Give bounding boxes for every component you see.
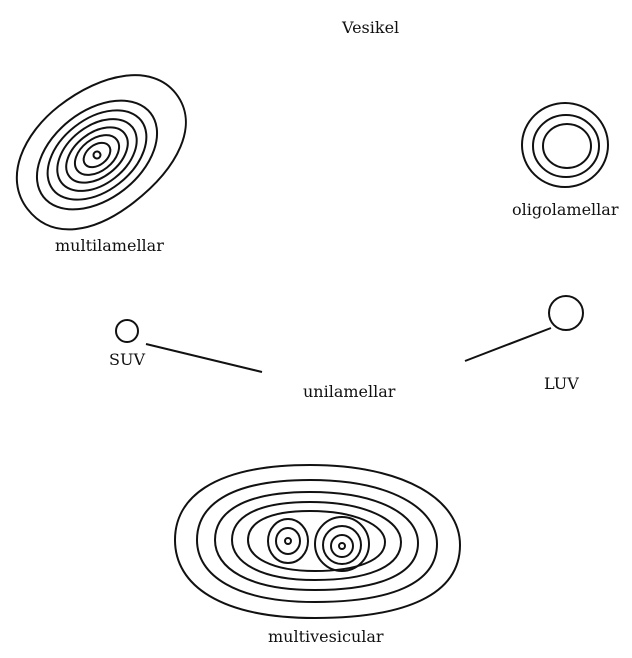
multilamellar-ring-4 [56, 118, 138, 192]
multivesicular-ring-2 [195, 478, 439, 604]
inner-left-ring-1 [267, 518, 309, 564]
multivesicular-vesicle [173, 463, 462, 620]
oligolamellar-ring-2 [532, 114, 600, 178]
multilamellar-ring-6 [73, 134, 121, 176]
inner-left-ring-2 [275, 527, 301, 555]
inner-right-ring-3 [330, 534, 354, 558]
multilamellar-vesicle [15, 74, 187, 231]
suv-vesicle [115, 319, 139, 343]
inner-right-core [338, 542, 346, 550]
multilamellar-core [92, 150, 102, 160]
label-suv: SUV [109, 350, 145, 369]
suv-connector-line [145, 343, 263, 373]
multivesicular-ring-5 [246, 509, 387, 573]
oligolamellar-ring-1 [521, 102, 609, 188]
inner-vesicle-left [267, 518, 309, 564]
label-multivesicular: multivesicular [268, 627, 384, 646]
diagram-title: Vesikel [342, 18, 400, 37]
multivesicular-ring-3 [213, 490, 420, 592]
multilamellar-ring-5 [65, 126, 129, 184]
label-unilamellar: unilamellar [303, 382, 396, 401]
inner-left-core [284, 537, 292, 545]
luv-vesicle [548, 295, 584, 331]
multivesicular-ring-1 [173, 463, 462, 620]
inner-right-ring-1 [314, 516, 370, 572]
label-oligolamellar: oligolamellar [512, 200, 619, 219]
multivesicular-ring-4 [230, 500, 403, 582]
oligolamellar-vesicle [521, 102, 609, 188]
inner-vesicle-right [314, 516, 370, 572]
multilamellar-ring-7 [82, 141, 112, 169]
multilamellar-ring-3 [46, 109, 148, 201]
oligolamellar-ring-3 [542, 123, 592, 169]
luv-connector-line [464, 327, 552, 362]
inner-right-ring-2 [322, 525, 362, 565]
label-luv: LUV [544, 374, 579, 393]
multilamellar-ring-2 [35, 99, 159, 211]
multilamellar-ring-1 [15, 74, 187, 231]
label-multilamellar: multilamellar [55, 236, 164, 255]
